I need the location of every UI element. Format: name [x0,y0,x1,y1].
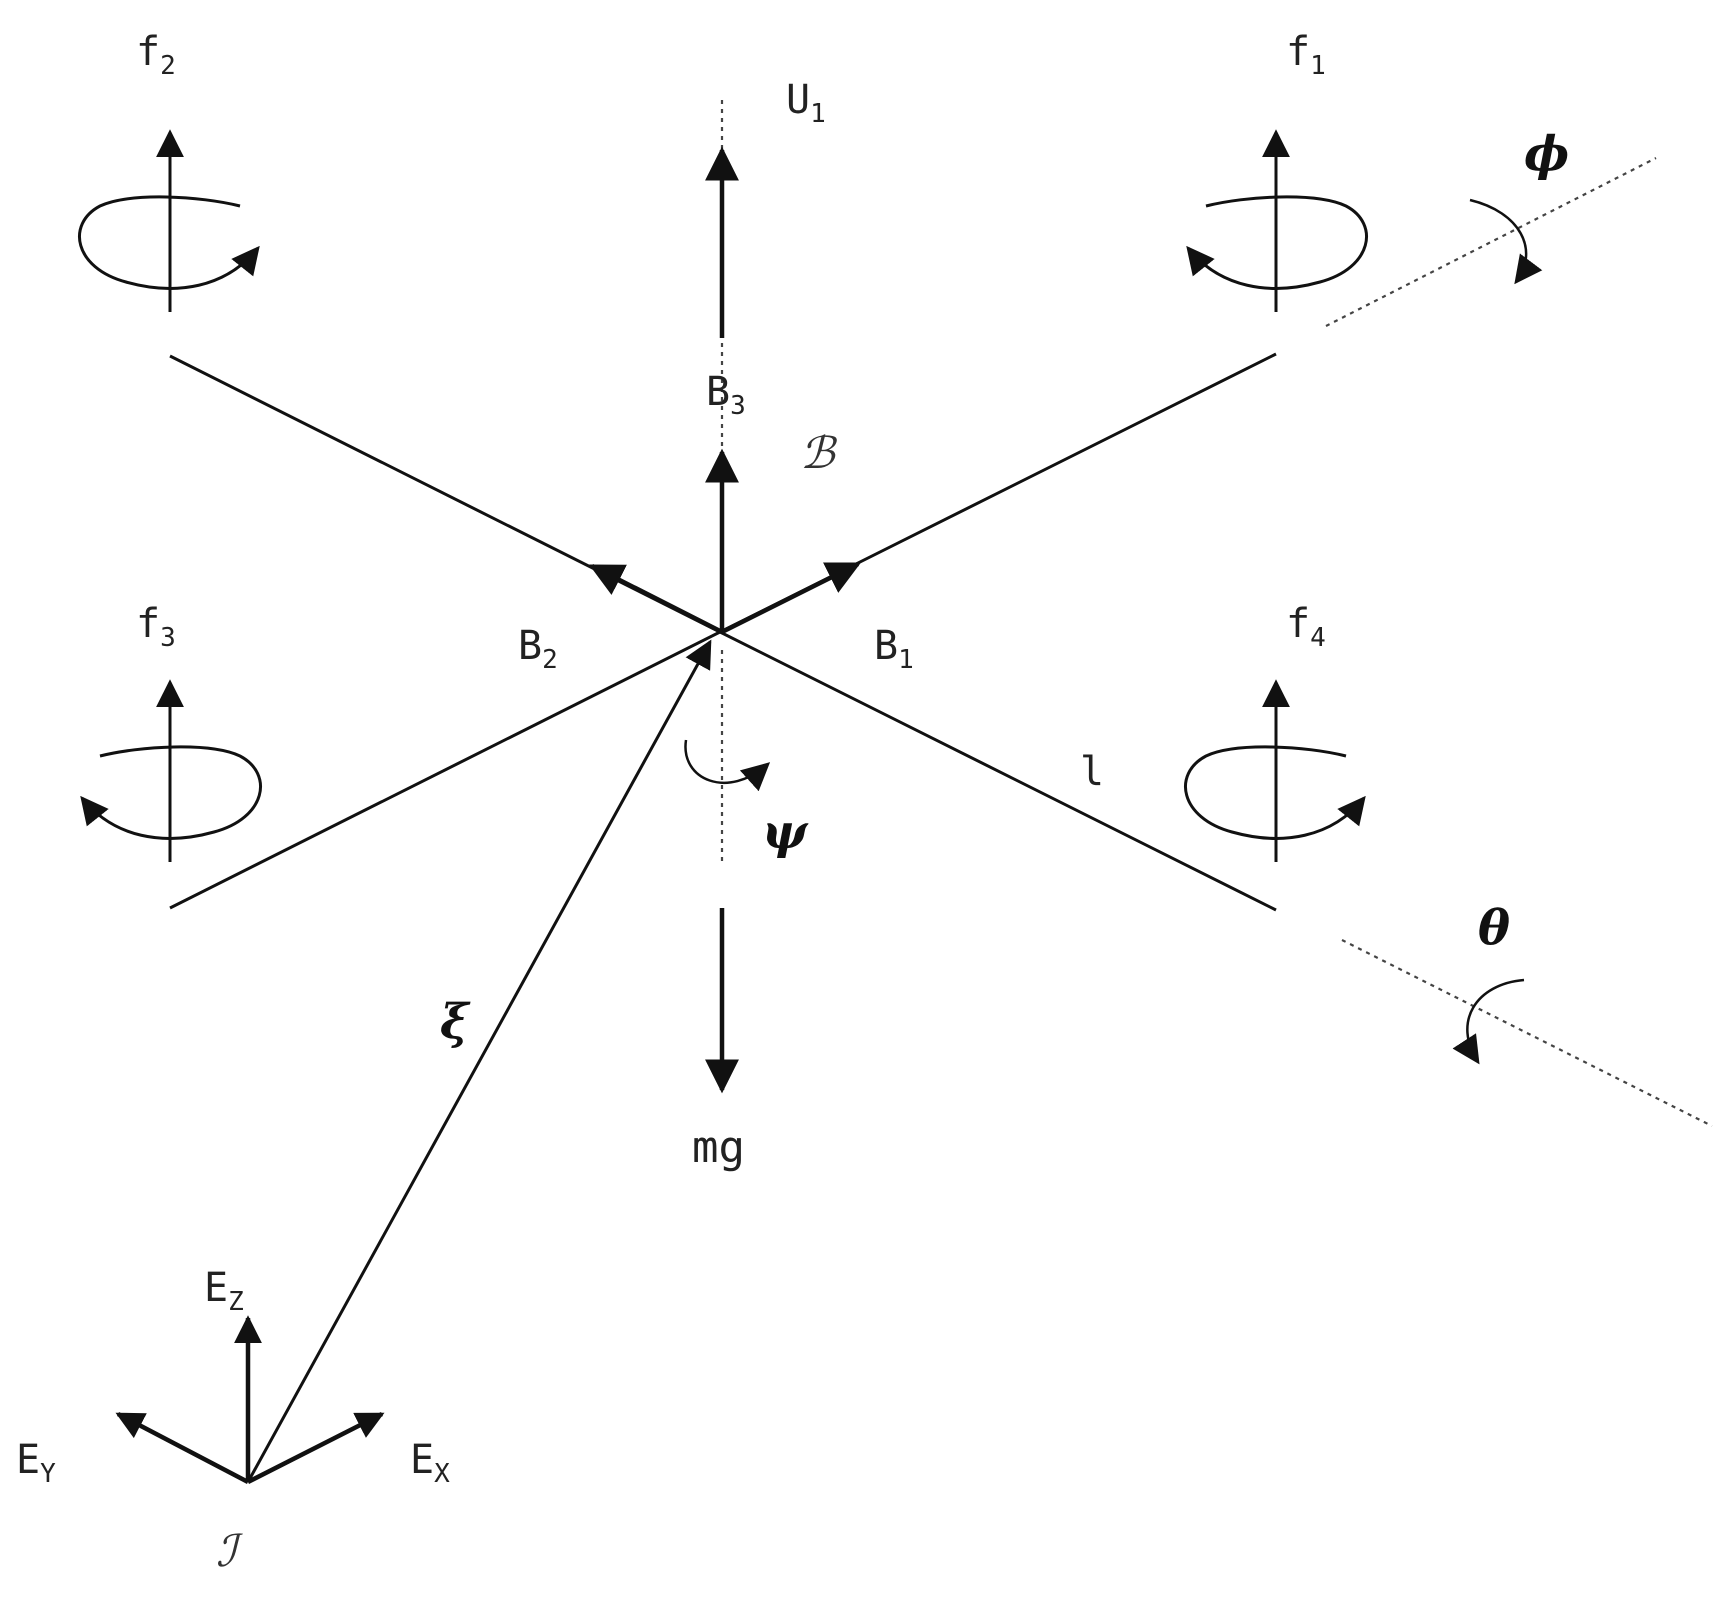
label-b1: B1 [874,623,914,675]
b1-axis-arrow [720,561,862,635]
label-f2: f2 [136,29,176,81]
label-ez: EZ [204,1265,244,1317]
arm-3 [169,630,721,910]
phi-rotation-arrow [1469,198,1543,285]
label-b2: B2 [518,623,558,675]
label-inertial-frame: ℐ [216,1526,237,1577]
psi-rotation-arrow [684,739,771,792]
label-weight: mg [692,1122,745,1173]
position-vector-xi [246,639,712,1483]
label-body-frame: ℬ [800,428,835,479]
label-f1: f1 [1286,29,1326,81]
arm-4 [719,630,1277,912]
label-ex: EX [410,1437,450,1489]
label-f3: f3 [136,601,176,653]
rotor-f1 [1186,129,1368,312]
b2-axis-arrow [588,563,724,635]
label-psi: ψ [762,804,808,860]
label-u1: U1 [786,77,826,129]
pitch-axis [1341,939,1713,1127]
label-xi: ξ [440,994,469,1050]
ey-arrow [115,1412,250,1484]
label-ey: EY [16,1437,56,1489]
label-b3: B3 [706,369,746,421]
label-f4: f4 [1286,601,1326,653]
rotor-f3 [80,679,262,862]
rotor-f4 [1184,679,1366,862]
label-phi: ϕ [1524,126,1570,182]
ex-arrow [246,1411,385,1485]
rotor-f2 [78,129,260,312]
roll-axis [1325,157,1657,327]
theta-rotation-arrow [1452,978,1525,1065]
label-theta: θ [1478,900,1511,956]
label-arm-length: l [1080,749,1105,795]
